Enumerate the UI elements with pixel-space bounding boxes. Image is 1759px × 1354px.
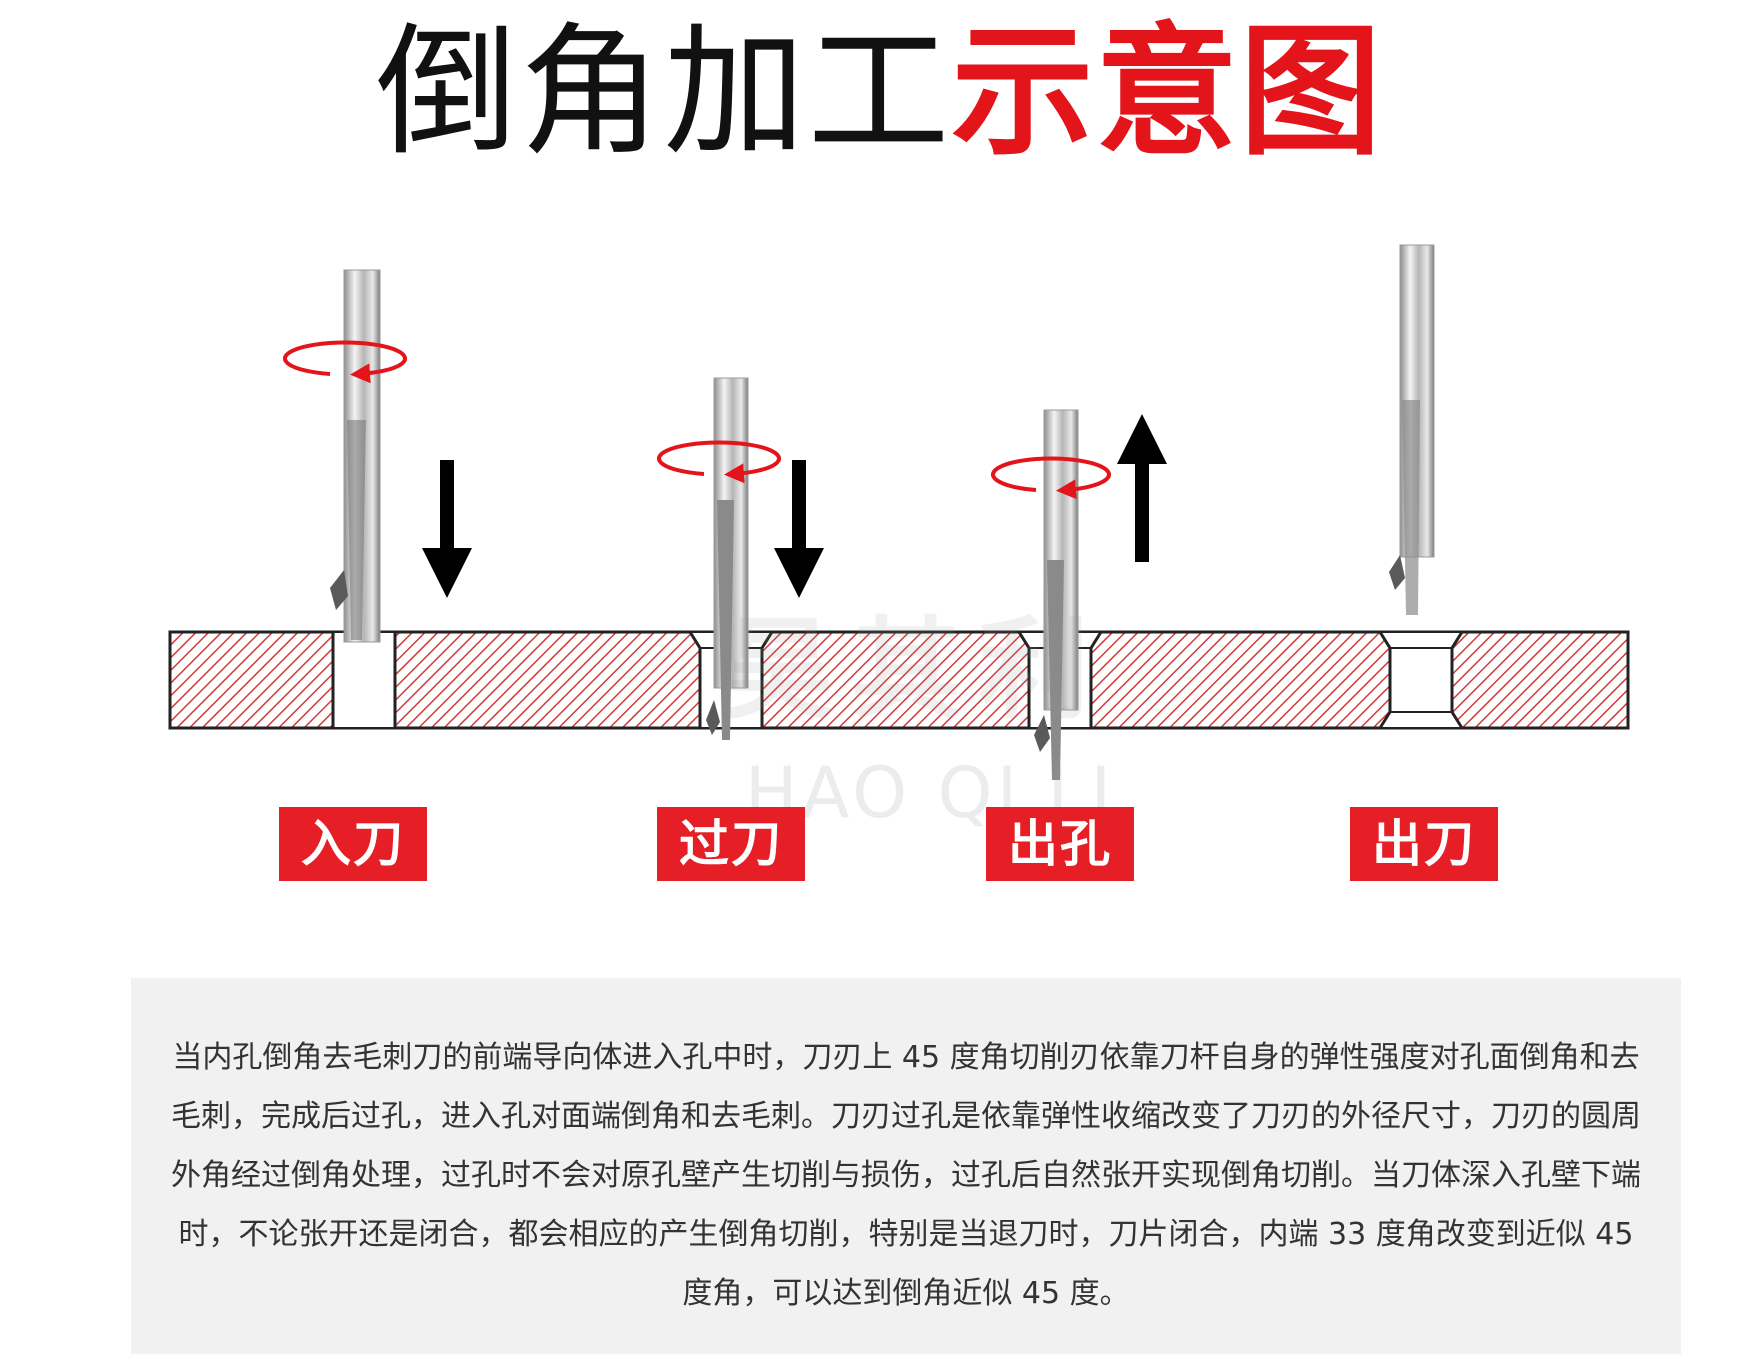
- description-text: 当内孔倒角去毛刺刀的前端导向体进入孔中时，刀刃上 45 度角切削刃依靠刀杆自身的…: [171, 1040, 1641, 1311]
- cutter-tool-icon: [1389, 244, 1435, 615]
- stage-label-exit-hole: 出孔: [986, 807, 1134, 881]
- title-red-part: 示意图: [951, 10, 1384, 175]
- page-title: 倒角加工示意图: [0, 8, 1759, 178]
- stage-label-enter: 入刀: [279, 807, 427, 881]
- up-arrow-icon: [1117, 414, 1167, 562]
- description-panel: 当内孔倒角去毛刺刀的前端导向体进入孔中时，刀刃上 45 度角切削刃依靠刀杆自身的…: [131, 978, 1681, 1354]
- rotation-arrow-icon: [657, 440, 781, 484]
- title-black-part: 倒角加工: [375, 10, 952, 175]
- stage-label-retract: 出刀: [1350, 807, 1498, 881]
- rotation-arrow-icon: [283, 340, 407, 384]
- watermark-chinese: 昊其利: [723, 606, 1107, 734]
- down-arrow-icon: [422, 460, 472, 598]
- down-arrow-icon: [774, 460, 824, 598]
- cutter-tool-icon: [330, 269, 381, 643]
- workpiece-plate: [168, 630, 1630, 730]
- hole-1: [331, 632, 397, 728]
- cutter-tool-icon: [706, 377, 749, 740]
- rotation-arrow-icon: [991, 456, 1111, 500]
- stage-label-pass: 过刀: [657, 807, 805, 881]
- hole-4: [1378, 631, 1464, 729]
